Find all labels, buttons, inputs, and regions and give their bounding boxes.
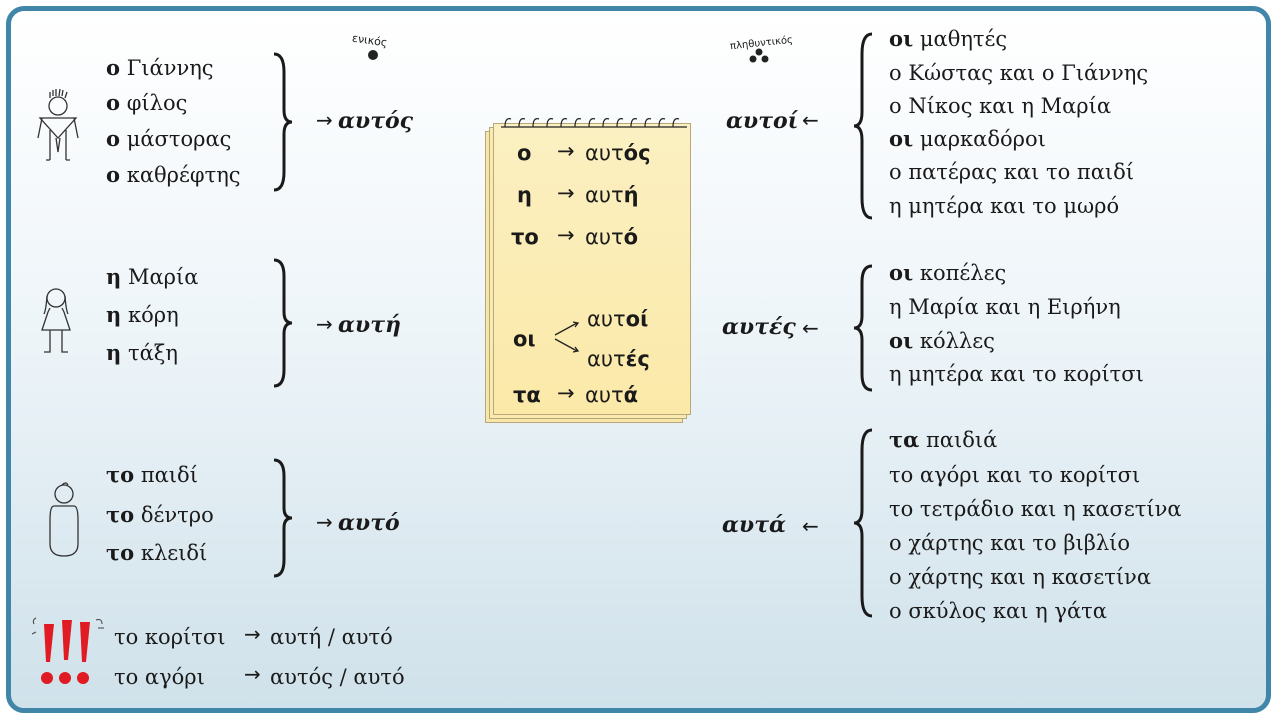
notepad-article-oi: οι bbox=[513, 327, 536, 351]
pronoun-autos: αυτός bbox=[338, 108, 414, 134]
plural-fem-item-4: η μητέρα και το κορίτσι bbox=[889, 362, 1144, 386]
pronoun-auti: αυτή bbox=[338, 312, 401, 338]
arrow-icon: ← bbox=[802, 108, 819, 132]
arrow-icon: → bbox=[244, 662, 261, 686]
warning-noun-1: το κορίτσι bbox=[114, 625, 226, 649]
pronoun-autoi: αυτοί bbox=[726, 108, 799, 134]
plural-fem-item-3: οι κόλλες bbox=[889, 328, 995, 353]
notepad-pronoun-autos: αυτός bbox=[585, 141, 651, 165]
left-brace bbox=[853, 32, 873, 220]
singular-dot-icon bbox=[368, 50, 378, 60]
plural-masc-item-2: ο Κώστας και ο Γιάννης bbox=[889, 61, 1149, 85]
plural-masc-item-5: ο πατέρας και το παιδί bbox=[889, 160, 1135, 184]
warning-noun-2: το αγόρι bbox=[114, 665, 205, 689]
masc-item-4: ο καθρέφτης bbox=[106, 162, 241, 187]
notepad-article-o: ο bbox=[517, 141, 532, 165]
notepad: ο → αυτός η → αυτή το → αυτό οι αυτοί αυ… bbox=[483, 118, 693, 426]
notepad-article-ta: τα bbox=[513, 383, 541, 407]
neut-item-2: το δέντρο bbox=[106, 502, 214, 527]
plural-masc-item-4: οι μαρκαδόροι bbox=[889, 126, 1046, 151]
arrow-icon: → bbox=[557, 181, 575, 205]
notepad-pronoun-auti: αυτή bbox=[585, 183, 639, 207]
pronoun-autes: αυτές bbox=[722, 314, 796, 340]
left-brace bbox=[853, 428, 873, 618]
arrow-icon: ← bbox=[802, 316, 819, 340]
plural-neut-item-5: ο χάρτης και η κασετίνα bbox=[889, 565, 1151, 589]
left-brace bbox=[853, 264, 873, 392]
plural-neut-item-1: τα παιδιά bbox=[889, 427, 998, 452]
warning-pronoun-2: αυτός / αυτό bbox=[270, 665, 405, 689]
right-brace bbox=[273, 458, 293, 578]
plural-neut-item-3: το τετράδιο και η κασετίνα bbox=[889, 497, 1182, 521]
arrow-icon: → bbox=[557, 223, 575, 247]
right-brace bbox=[273, 52, 293, 192]
notepad-pronoun-auto: αυτό bbox=[585, 225, 639, 249]
notepad-article-i: η bbox=[517, 183, 532, 207]
arrow-icon: ← bbox=[802, 514, 819, 538]
fem-item-2: η κόρη bbox=[106, 302, 179, 327]
plural-neut-item-6: ο σκύλος και η γάτα bbox=[889, 599, 1107, 623]
fem-item-3: η τάξη bbox=[106, 340, 178, 365]
plural-masc-item-1: οι μαθητές bbox=[889, 26, 1008, 51]
fem-item-1: η Μαρία bbox=[106, 264, 199, 289]
plural-neut-item-4: ο χάρτης και το βιβλίο bbox=[889, 531, 1131, 555]
arrow-icon: → bbox=[316, 510, 333, 534]
arrow-icon: → bbox=[557, 139, 575, 163]
neut-item-3: το κλειδί bbox=[106, 540, 208, 565]
arrow-icon: → bbox=[244, 622, 261, 646]
neut-item-1: το παιδί bbox=[106, 462, 198, 487]
boy-figure-icon bbox=[37, 88, 79, 161]
warning-pronoun-1: αυτή / αυτό bbox=[270, 625, 393, 649]
notepad-pronoun-autoi: αυτοί bbox=[587, 307, 649, 331]
spiral-binding bbox=[501, 118, 687, 128]
plural-fem-item-2: η Μαρία και η Ειρήνη bbox=[889, 295, 1121, 319]
notepad-article-to: το bbox=[511, 225, 539, 249]
masc-item-2: ο φίλος bbox=[106, 90, 188, 115]
plural-masc-item-3: ο Νίκος και η Μαρία bbox=[889, 94, 1112, 118]
pronoun-auta: αυτά bbox=[722, 512, 786, 538]
girl-figure-icon bbox=[41, 288, 71, 353]
masc-item-3: ο μάστορας bbox=[106, 126, 232, 151]
plural-neut-item-2: το αγόρι και το κορίτσι bbox=[889, 463, 1141, 487]
notepad-pronoun-auta: αυτά bbox=[585, 383, 639, 407]
pronoun-auto: αυτό bbox=[338, 510, 400, 536]
child-figure-icon bbox=[49, 482, 79, 557]
notepad-pronoun-autes: αυτές bbox=[587, 347, 650, 371]
masc-item-1: ο Γιάννης bbox=[106, 55, 214, 80]
split-arrow-icon bbox=[554, 321, 580, 353]
plural-masc-item-6: η μητέρα και το μωρό bbox=[889, 194, 1120, 218]
arrow-icon: → bbox=[557, 381, 575, 405]
exclamation-warning-icon bbox=[31, 617, 104, 684]
right-brace bbox=[273, 258, 293, 388]
arrow-icon: → bbox=[316, 108, 333, 132]
arrow-icon: → bbox=[316, 312, 333, 336]
plural-dots-icon bbox=[749, 48, 769, 63]
plural-fem-item-1: οι κοπέλες bbox=[889, 260, 1007, 285]
